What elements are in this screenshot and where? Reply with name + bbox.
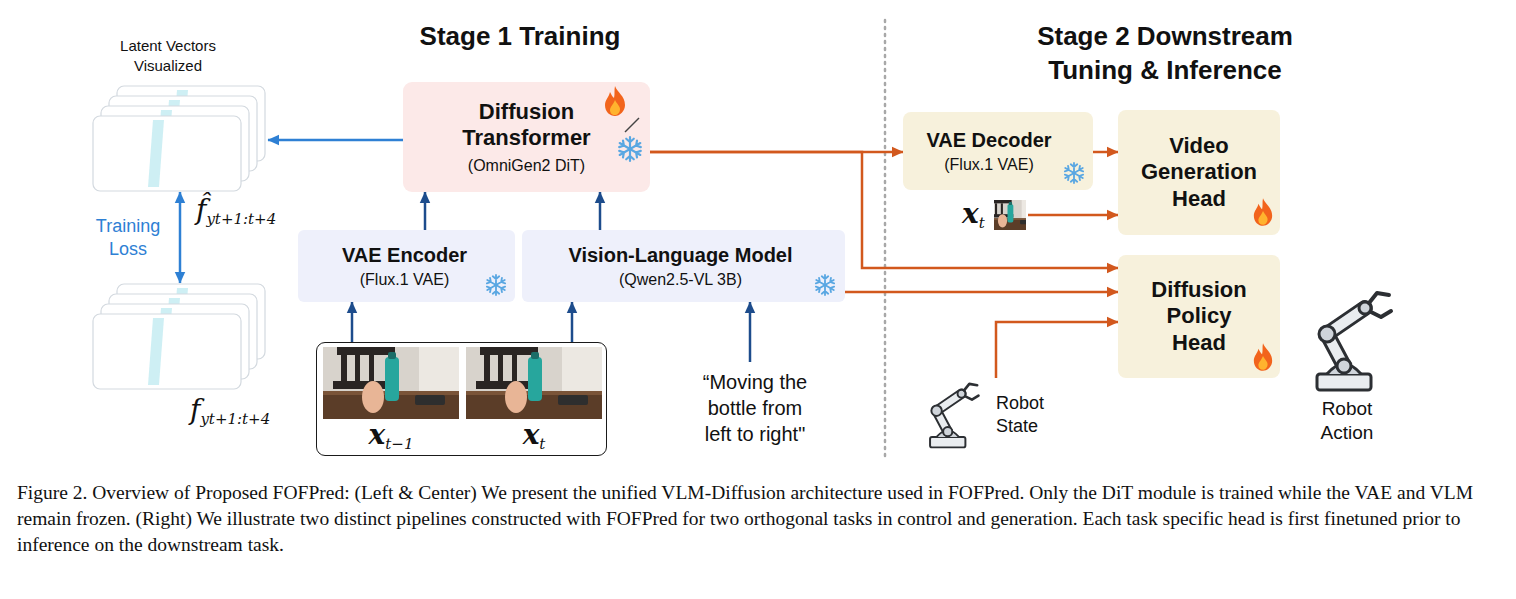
process-box: Diffusion Transformer (OmniGen2 DiT): [403, 82, 650, 192]
latent-stack: fyt+1:t+4: [92, 283, 268, 390]
process-box: VAE Encoder (Flux.1 VAE): [298, 230, 515, 302]
connector-arrow: [599, 192, 602, 230]
connector-arrow: [571, 302, 574, 342]
robot-state: Robot State: [916, 378, 1066, 450]
node-title: VAE Decoder: [926, 128, 1051, 152]
node-title: Vision-Language Model: [568, 243, 792, 267]
node-subtitle: (OmniGen2 DiT): [468, 156, 585, 175]
math-label: xt: [962, 199, 994, 238]
latent-card: [101, 304, 249, 379]
trainable-icon: [1254, 343, 1272, 371]
node-title: VAE Encoder: [342, 243, 467, 267]
node-art: [92, 85, 268, 192]
edge-label: Training Loss: [88, 215, 168, 260]
frozen-icon: [815, 275, 836, 295]
robot-icon: [930, 384, 978, 447]
connector-arrow: [268, 139, 403, 142]
prompt-text: “Moving the bottle from left to right": [702, 369, 808, 447]
connector-arrow: [996, 322, 1118, 378]
latent-streak: [148, 318, 164, 385]
icon-label: Robot State: [996, 392, 1064, 437]
prompt-box: “Moving the bottle from left to right": [694, 362, 816, 456]
connector-arrow: [1028, 214, 1118, 217]
latent-card: [93, 116, 241, 191]
connector-arrow: [1093, 151, 1118, 154]
head-box: Diffusion Policy Head: [1118, 255, 1280, 378]
math-label: fyt+1:t+4: [190, 395, 280, 434]
frame-photo: [323, 347, 459, 419]
connector-arrow: [749, 302, 752, 362]
node-subtitle: (Qwen2.5-VL 3B): [619, 270, 742, 289]
robot-action-icon: [1317, 293, 1391, 390]
video-thumbnail: [1295, 133, 1395, 205]
process-box: VAE Decoder (Flux.1 VAE): [903, 112, 1093, 190]
node-art: [298, 230, 515, 302]
stage-divider: [884, 20, 887, 460]
latent-streak: [164, 100, 180, 167]
connector-arrow: [424, 192, 427, 230]
trainable-icon: [1254, 198, 1272, 226]
latent-streak: [172, 90, 188, 157]
frame-photo: [466, 347, 602, 419]
frame-photo: [982, 200, 1039, 230]
math-label: f̂yt+1:t+4: [196, 195, 286, 234]
connector-arrow: [179, 192, 182, 283]
node-art: [92, 283, 268, 390]
latent-card: [93, 314, 241, 389]
latent-card: [117, 86, 265, 161]
figure-note: Latent Vectors Visualized: [93, 36, 243, 77]
frozen-icon: [1064, 163, 1085, 183]
latent-card: [109, 96, 257, 171]
latent-card: [109, 294, 257, 369]
node-title: Diffusion Policy Head: [1139, 277, 1260, 356]
node-art: [317, 343, 606, 455]
latent-streak: [172, 288, 188, 355]
latent-streak: [148, 120, 164, 187]
latent-streak: [156, 308, 172, 375]
connector-arrow: [845, 291, 1118, 294]
math-label: xt: [484, 420, 584, 459]
trainable-icon: [605, 86, 625, 116]
process-box: Vision-Language Model (Qwen2.5-VL 3B): [522, 230, 845, 302]
frozen-icon: [486, 275, 507, 295]
latent-stack: f̂yt+1:t+4: [92, 85, 268, 192]
latent-card: [101, 106, 249, 181]
play-icon: [1333, 152, 1356, 186]
latent-streak: [156, 110, 172, 177]
frozen-icon: [618, 137, 642, 161]
node-art: [903, 112, 1093, 190]
math-label: xt−1: [341, 420, 441, 459]
node-title: Video Generation Head: [1139, 133, 1260, 212]
slash-mark: [625, 118, 639, 132]
latent-card: [117, 284, 265, 359]
node-subtitle: (Flux.1 VAE): [360, 270, 450, 289]
connector-arrow: [351, 302, 354, 342]
node-art: [522, 230, 845, 302]
section-heading: Stage 2 Downstream Tuning & Inference: [1000, 20, 1330, 88]
figure-caption: Figure 2. Overview of Proposed FOFPred: …: [17, 480, 1499, 558]
node-title: Diffusion Transformer: [447, 99, 607, 152]
section-heading: Stage 1 Training: [380, 20, 660, 54]
head-box: Video Generation Head: [1118, 110, 1280, 235]
icon-label: Robot Action: [1302, 397, 1392, 445]
frame-input: xt: [960, 196, 1028, 234]
input-frames: xt−1 xt: [316, 342, 607, 456]
node-subtitle: (Flux.1 VAE): [944, 155, 1034, 174]
latent-streak: [164, 298, 180, 365]
node-art: [916, 378, 1066, 450]
